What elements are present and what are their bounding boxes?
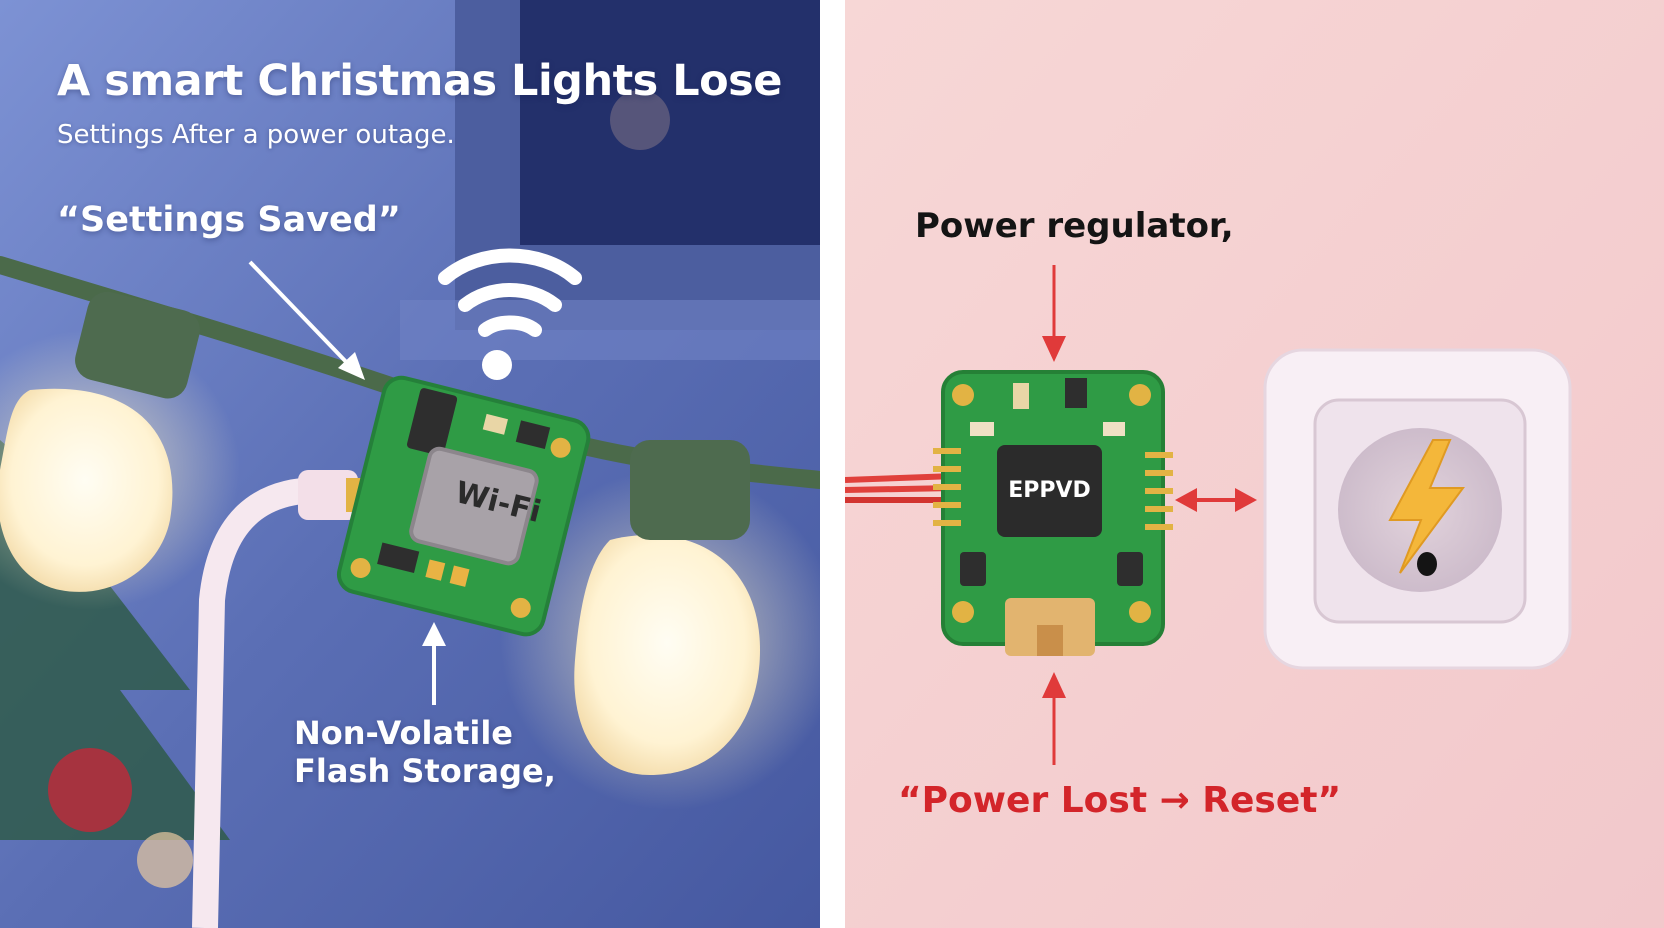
cable-connector [298,470,358,520]
label-settings-saved: “Settings Saved” [57,200,401,240]
window-sill [400,300,820,360]
tree-ornament [48,748,132,832]
label-power-regulator: Power regulator, [915,206,1234,246]
right-panel: Power regulator, EPPVD “Power Lost → Res… [845,0,1664,928]
left-illustration [0,0,820,928]
wifi-icon-dot [482,350,512,380]
wifi-pcb [336,375,591,637]
arrow-flash-storage-head [422,622,446,646]
outlet-pin-icon [1417,552,1437,576]
wifi-icon [438,248,582,337]
label-power-lost-reset: “Power Lost → Reset” [898,780,1342,821]
tree-ornament-bokeh [137,832,193,888]
right-illustration [845,0,1664,928]
lightning-bolt-icon [1388,439,1465,574]
left-panel: A smart Christmas Lights Lose Settings A… [0,0,820,928]
bulb-socket-left [75,291,200,399]
regulator-chip-label: EPPVD [1008,478,1091,503]
light-bulb-right [574,534,760,775]
bokeh-light [610,90,670,150]
panel-divider [820,0,845,928]
light-bulb-left [0,388,173,592]
red-wires [845,473,956,483]
bulb-socket-right [630,440,750,540]
arrow-reset-head [1042,672,1066,698]
arrow-settings-saved-head [338,352,365,380]
label-flash-storage: Non-Volatile Flash Storage, [294,714,556,790]
arrow-power-regulator-head [1042,336,1066,362]
power-cable [192,477,321,928]
regulator-pcb [933,370,1173,656]
double-arrow-outlet-head-left [1175,488,1197,512]
label-flash-storage-line2: Flash Storage, [294,752,556,790]
arrow-settings-saved [248,260,354,370]
diagram-subtitle: Settings After a power outage. [57,120,455,150]
double-arrow-outlet-head-right [1235,488,1257,512]
window-pane [520,0,820,245]
diagram-title: A smart Christmas Lights Lose [57,56,782,106]
label-flash-storage-line1: Non-Volatile [294,714,513,752]
